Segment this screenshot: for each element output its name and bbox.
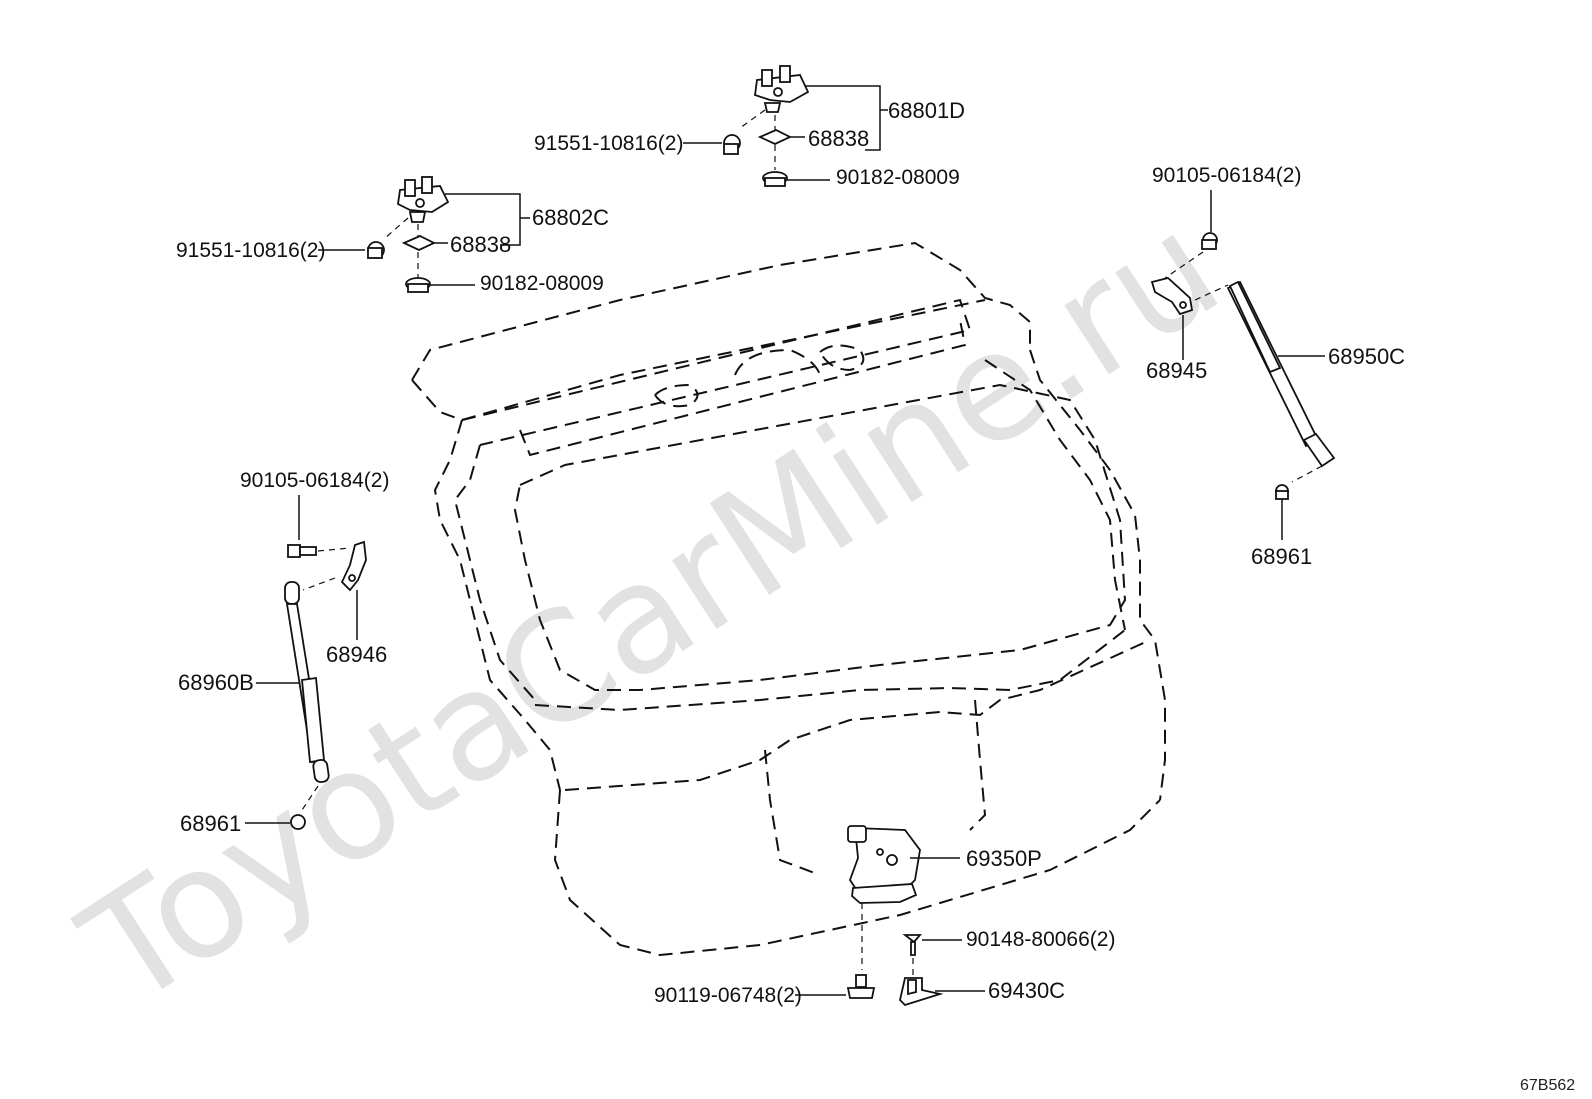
bracket-68946 bbox=[340, 540, 367, 592]
label-68945: 68945 bbox=[1146, 358, 1207, 383]
label-69430C: 69430C bbox=[988, 978, 1065, 1003]
label-90182-left: 90182-08009 bbox=[480, 272, 604, 295]
gasket-68838-top bbox=[757, 129, 793, 145]
label-90119: 90119-06748(2) bbox=[654, 984, 802, 1007]
label-68950C: 68950C bbox=[1328, 344, 1405, 369]
bolt-91551-left bbox=[367, 241, 385, 259]
label-68961-left: 68961 bbox=[180, 811, 241, 836]
bolt-91551-top bbox=[723, 134, 741, 155]
label-90182-top: 90182-08009 bbox=[836, 166, 960, 189]
bracket-68945 bbox=[1150, 277, 1194, 316]
diagram-code: 67B562 bbox=[1520, 1077, 1575, 1094]
gasket-68838-left bbox=[401, 235, 437, 251]
label-90105-left: 90105-06184(2) bbox=[240, 469, 389, 492]
label-68801D: 68801D bbox=[888, 98, 965, 123]
label-68946: 68946 bbox=[326, 642, 387, 667]
label-69350P: 69350P bbox=[966, 846, 1042, 871]
label-68838-top: 68838 bbox=[808, 126, 869, 151]
lock-69350P bbox=[847, 825, 921, 904]
striker-69430C bbox=[899, 977, 944, 1007]
bolt-90105-right bbox=[1201, 232, 1218, 250]
label-68960B: 68960B bbox=[178, 670, 254, 695]
nut-90182-top bbox=[762, 171, 788, 187]
bolt-90119 bbox=[846, 974, 876, 999]
label-90148: 90148-80066(2) bbox=[966, 928, 1115, 951]
stay-68950C bbox=[1226, 280, 1336, 468]
back-door-outline bbox=[411, 241, 1166, 957]
ball-stud-68961-right bbox=[1275, 484, 1289, 500]
label-68961-right: 68961 bbox=[1251, 544, 1312, 569]
hinge-68801D bbox=[754, 65, 810, 113]
label-91551-top: 91551-10816(2) bbox=[534, 132, 683, 155]
screw-90148 bbox=[902, 934, 922, 956]
hinge-68802C bbox=[397, 176, 450, 223]
label-91551-left: 91551-10816(2) bbox=[176, 239, 325, 262]
watermark-text: ToyotaCarMine.ru bbox=[54, 181, 1249, 1041]
stay-68960B bbox=[284, 581, 330, 783]
label-68838-left: 68838 bbox=[450, 232, 511, 257]
ball-stud-68961-left bbox=[290, 814, 306, 830]
bolt-90105-left bbox=[287, 544, 317, 558]
label-68802C: 68802C bbox=[532, 205, 609, 230]
label-90105-right: 90105-06184(2) bbox=[1152, 164, 1301, 187]
nut-90182-left bbox=[405, 277, 431, 293]
